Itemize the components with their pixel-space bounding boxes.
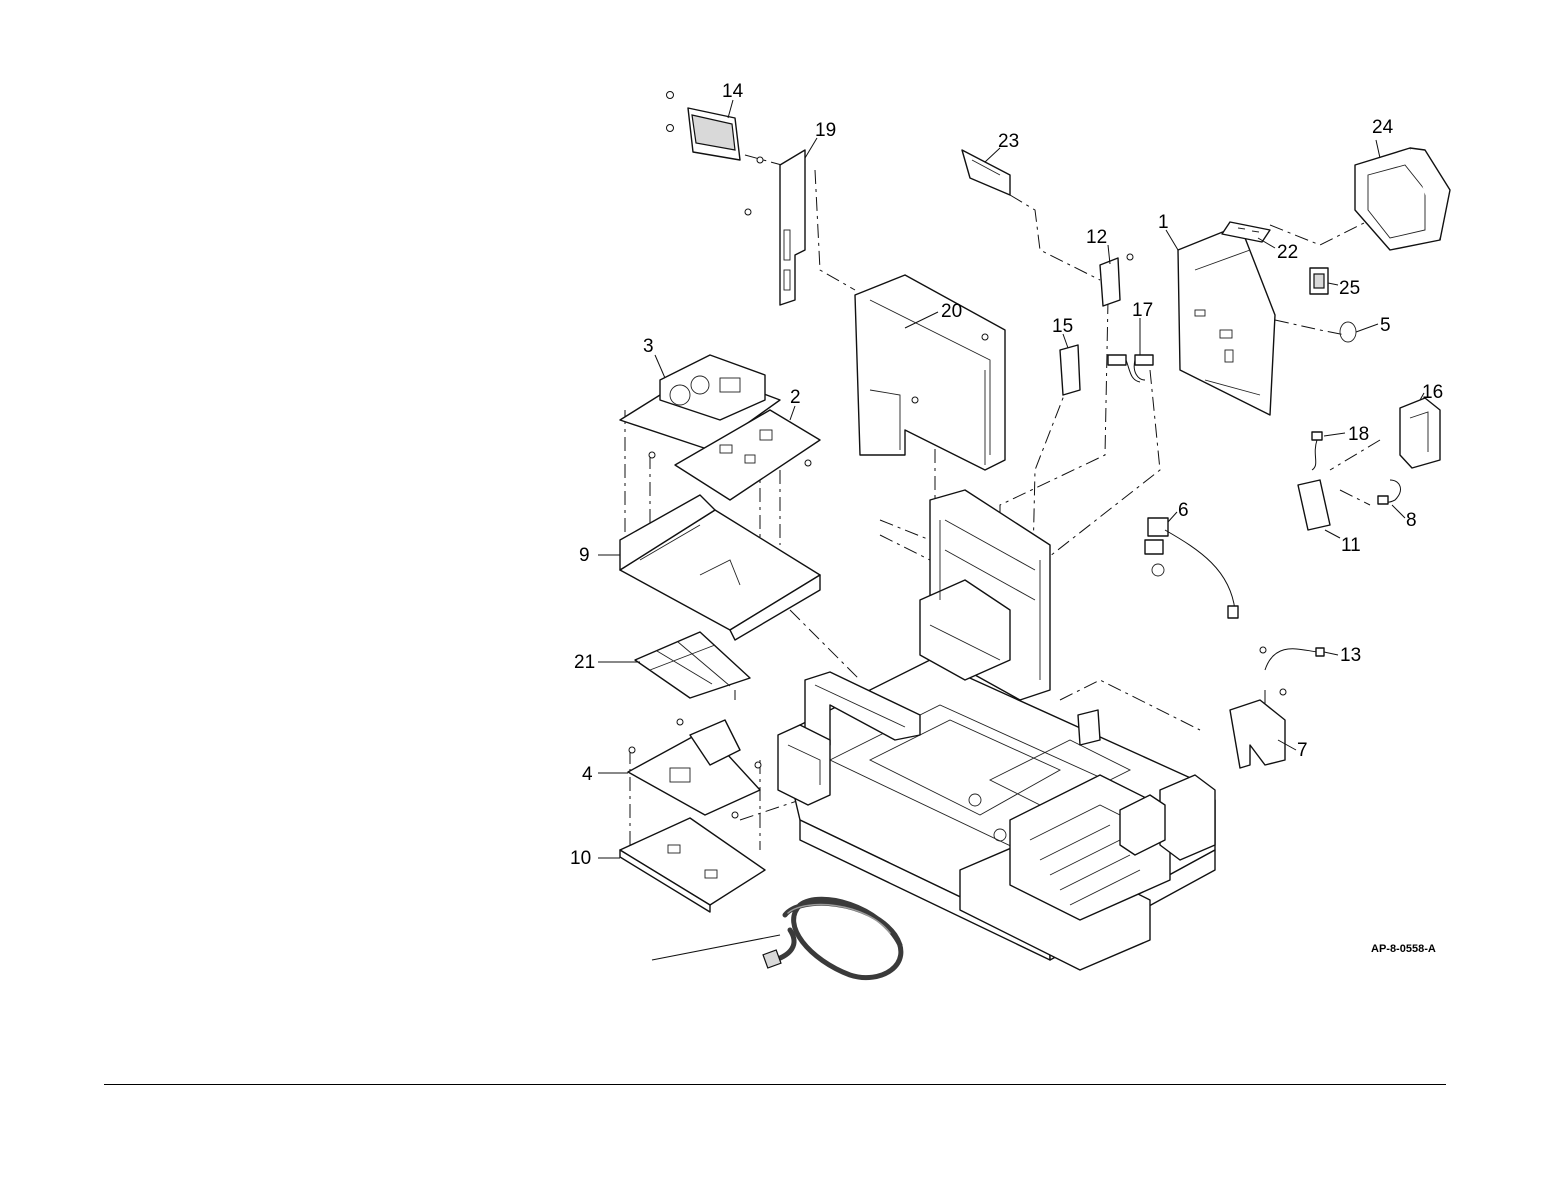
callout-8: 8 (1406, 510, 1417, 531)
part-4-power-board (628, 719, 761, 818)
part-8-cable (1378, 480, 1400, 504)
callout-23: 23 (998, 131, 1019, 152)
part-17-harness (1108, 355, 1153, 382)
part-24-cage (1355, 148, 1450, 250)
callout-1: 1 (1158, 212, 1169, 233)
part-18-cable (1312, 432, 1322, 470)
callout-22: 22 (1277, 242, 1298, 263)
footer-rule (104, 1084, 1446, 1085)
callout-6: 6 (1178, 500, 1189, 521)
figure-reference-code: AP-8-0558-A (1371, 943, 1436, 955)
part-23-board (962, 150, 1010, 195)
callout-10: 10 (570, 848, 591, 869)
part-12-bracket (1100, 254, 1133, 306)
callout-20: 20 (941, 301, 962, 322)
callout-24: 24 (1372, 117, 1394, 138)
callout-3: 3 (643, 336, 654, 357)
part-20-cover (855, 275, 1005, 470)
callout-13: 13 (1340, 645, 1361, 666)
callout-7: 7 (1297, 740, 1308, 761)
main-frame-assembly (778, 490, 1215, 970)
part-21-sheet (635, 632, 750, 698)
callout-11: 11 (1341, 535, 1361, 556)
part-13-cable (1260, 647, 1324, 670)
callout-5: 5 (1380, 315, 1391, 336)
part-11-battery (1298, 480, 1330, 530)
callout-18: 18 (1348, 424, 1369, 445)
part-7-sensor-bracket (1230, 689, 1286, 768)
callout-15: 15 (1052, 316, 1073, 337)
callout-14: 14 (722, 81, 744, 102)
callout-17: 17 (1132, 300, 1153, 321)
callout-12: 12 (1086, 227, 1107, 248)
callout-25: 25 (1339, 278, 1360, 299)
callout-2: 2 (790, 387, 801, 408)
callout-4: 4 (582, 764, 593, 785)
callout-9: 9 (579, 545, 590, 566)
part-5-ring (1340, 322, 1356, 342)
part-6-harness (1145, 518, 1238, 618)
power-cord (652, 899, 901, 977)
callout-21: 21 (574, 652, 595, 673)
part-16-bracket (1400, 398, 1440, 468)
callout-19: 19 (815, 120, 836, 141)
part-25-component (1310, 268, 1328, 294)
part-15-bracket (1060, 345, 1080, 395)
part-19-bracket (745, 150, 805, 305)
part-1-main-board (1178, 225, 1275, 415)
callout-16: 16 (1422, 382, 1443, 403)
part-10-base-tray (620, 818, 765, 912)
